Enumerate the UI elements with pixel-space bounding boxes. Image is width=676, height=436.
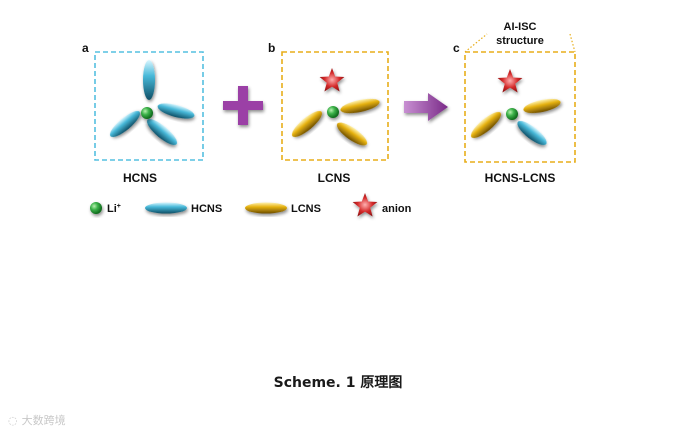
lcns-ellipsoid (340, 98, 380, 114)
panel-c-letter: c (453, 41, 460, 55)
lcns-ellipsoid (291, 110, 323, 138)
li-ion (327, 106, 339, 118)
hcns-ellipsoid (146, 118, 178, 146)
hcns-ellipsoid (157, 103, 195, 119)
panel-c-frame (464, 51, 576, 163)
watermark-logo-icon: ◌ (8, 414, 18, 427)
right-arrow-icon (404, 93, 448, 121)
hcns-legend-icon (145, 202, 187, 214)
plus-icon (223, 86, 263, 125)
panel-a: a HCNS (82, 41, 204, 185)
legend: Li+ HCNS LCNS anion (90, 193, 412, 217)
hcns-ellipsoid (517, 120, 547, 146)
legend-label-li: Li+ (107, 203, 121, 215)
panel-a-title: HCNS (123, 171, 157, 185)
watermark-text: 大数跨境 (21, 414, 66, 427)
hcns-ellipsoid (143, 60, 155, 100)
structure-label-line2: structure (496, 35, 544, 47)
structure-label-line1: AI-ISC (504, 21, 537, 33)
hcns-ellipsoid (109, 110, 141, 138)
panel-b-frame (281, 51, 389, 161)
li-ion (141, 107, 153, 119)
lcns-ellipsoid (336, 122, 368, 146)
anion-star (498, 69, 523, 93)
legend-label-lcns: LCNS (291, 203, 321, 215)
panel-b-title: LCNS (318, 171, 351, 185)
li-ion-legend-icon (90, 202, 102, 214)
lcns-ellipsoid (470, 111, 502, 139)
legend-label-anion: anion (382, 203, 412, 215)
anion-legend-icon (353, 193, 378, 217)
lcns-legend-icon (245, 202, 287, 214)
lcns-ellipsoid (523, 98, 561, 114)
figure-caption: Scheme. 1 原理图 (273, 375, 403, 391)
structure-callout-lines (464, 33, 576, 53)
legend-label-hcns: HCNS (191, 203, 222, 215)
panel-c-title: HCNS-LCNS (485, 171, 556, 185)
panel-b: b LCNS (268, 41, 389, 185)
anion-star (320, 68, 345, 92)
panel-b-letter: b (268, 41, 275, 55)
watermark: ◌大数跨境 (8, 412, 66, 428)
panel-a-letter: a (82, 41, 89, 55)
panel-a-frame (94, 51, 204, 161)
panel-c: c AI-ISC structure HCNS-LCNS (453, 21, 576, 185)
li-ion (506, 108, 518, 120)
